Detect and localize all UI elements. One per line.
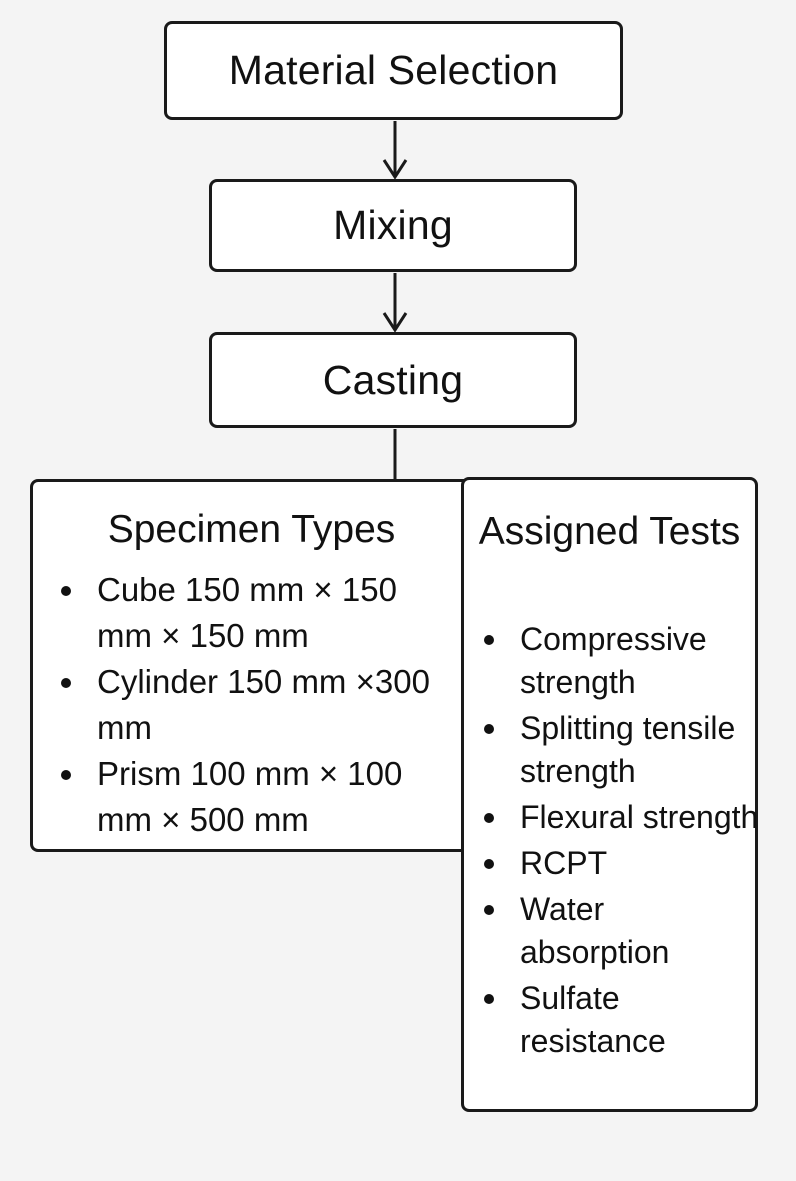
bullet-icon bbox=[484, 813, 494, 823]
list-item: Compressive strength bbox=[484, 618, 759, 704]
list-item: RCPT bbox=[484, 842, 759, 885]
arrowhead-casting bbox=[382, 312, 408, 333]
list-item: Water absorption bbox=[484, 888, 759, 974]
step-label: Material Selection bbox=[228, 47, 559, 93]
bullet-icon bbox=[484, 724, 494, 734]
step-label: Mixing bbox=[333, 202, 453, 248]
panel-title: Assigned Tests bbox=[478, 510, 741, 553]
step-material-selection: Material Selection bbox=[164, 21, 623, 120]
list-item-text: Compressive strength bbox=[520, 621, 707, 700]
list-item-text: Flexural strength bbox=[520, 799, 759, 835]
list-item: Splitting tensile strength bbox=[484, 707, 759, 793]
bullet-icon bbox=[61, 770, 71, 780]
bullet-icon bbox=[484, 905, 494, 915]
list-item-text: RCPT bbox=[520, 845, 608, 881]
specimen-list: Cube 150 mm × 150 mm × 150 mm Cylinder 1… bbox=[61, 567, 461, 843]
list-item: Cylinder 150 mm ×300 mm bbox=[61, 659, 461, 751]
bullet-icon bbox=[61, 586, 71, 596]
list-item-text: Cube 150 mm × 150 mm × 150 mm bbox=[97, 571, 397, 654]
bullet-icon bbox=[484, 994, 494, 1004]
specimen-types-panel: Specimen Types Cube 150 mm × 150 mm × 15… bbox=[30, 479, 470, 852]
step-mixing: Mixing bbox=[209, 179, 577, 272]
list-item: Sulfate resistance bbox=[484, 977, 759, 1063]
list-item: Cube 150 mm × 150 mm × 150 mm bbox=[61, 567, 461, 659]
list-item: Prism 100 mm × 100 mm × 500 mm bbox=[61, 751, 461, 843]
list-item-text: Cylinder 150 mm ×300 mm bbox=[97, 663, 430, 746]
list-item-text: Sulfate resistance bbox=[520, 980, 666, 1059]
assigned-tests-panel: Assigned Tests Compressive strength Spli… bbox=[461, 477, 758, 1112]
list-item: Flexural strength bbox=[484, 796, 759, 839]
list-item-text: Water absorption bbox=[520, 891, 670, 970]
step-label: Casting bbox=[322, 356, 464, 403]
list-item-text: Prism 100 mm × 100 mm × 500 mm bbox=[97, 755, 403, 838]
tests-list: Compressive strength Splitting tensile s… bbox=[484, 618, 759, 1063]
panel-title: Specimen Types bbox=[107, 508, 396, 551]
arrowhead-mixing bbox=[382, 159, 408, 180]
step-casting: Casting bbox=[209, 332, 577, 428]
bullet-icon bbox=[61, 678, 71, 688]
list-item-text: Splitting tensile strength bbox=[520, 710, 736, 789]
bullet-icon bbox=[484, 635, 494, 645]
bullet-icon bbox=[484, 859, 494, 869]
